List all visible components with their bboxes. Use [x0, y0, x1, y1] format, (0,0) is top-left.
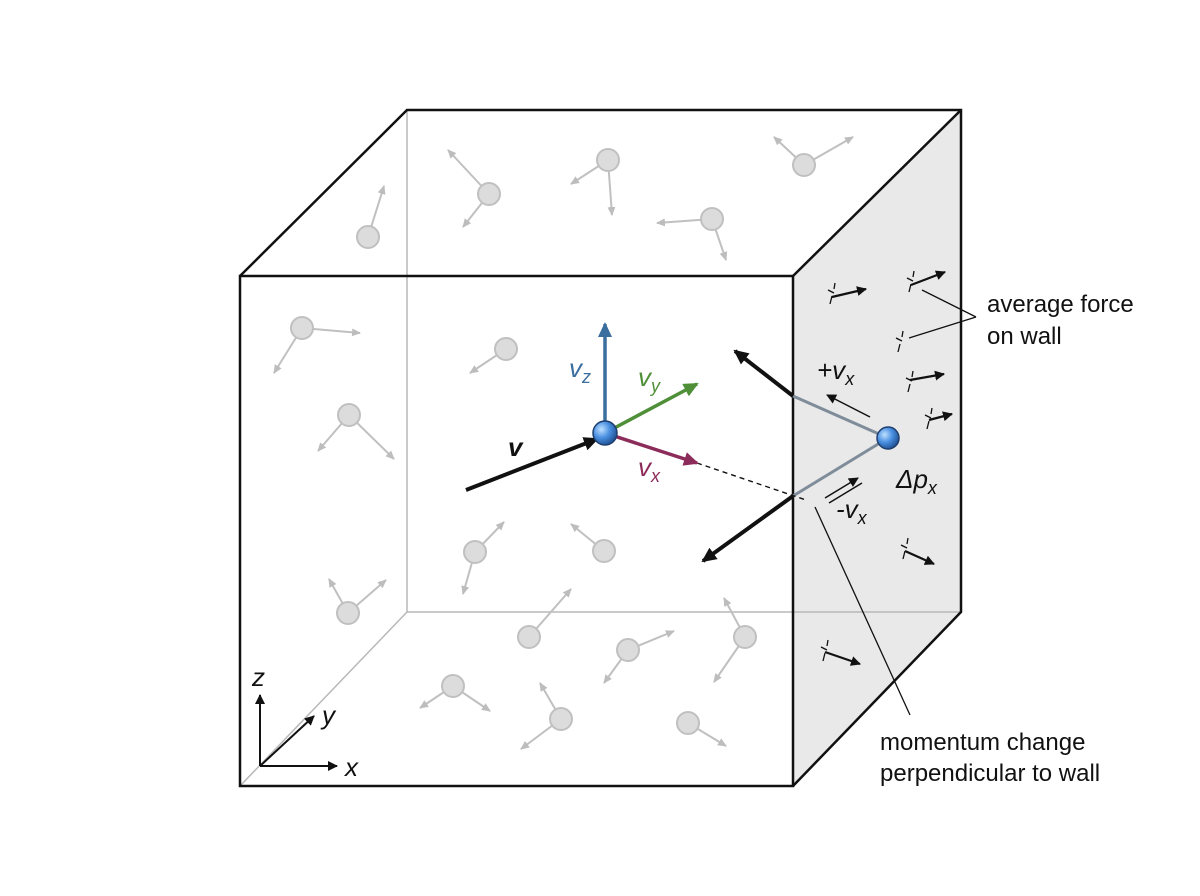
delta-px-label: Δpx [895, 464, 938, 498]
molecule [570, 523, 616, 563]
impact-marker [924, 407, 953, 430]
molecule [656, 207, 728, 261]
impact-marker [820, 639, 861, 666]
momentum-annotation-line1: momentum change [880, 729, 1085, 756]
cube-front-edges [238, 108, 963, 788]
wall-particle [876, 426, 900, 450]
vx-extension-dashed [696, 462, 807, 501]
cube-back-edges [239, 110, 961, 787]
gas-molecules [273, 136, 854, 750]
molecule [469, 337, 518, 374]
force-annotation-line1: average force [987, 291, 1134, 318]
momentum-annotation: momentum change perpendicular to wall [814, 506, 1100, 787]
molecule [317, 403, 395, 460]
molecule [676, 711, 727, 747]
momentum-annotation-line2: perpendicular to wall [880, 760, 1100, 787]
molecule [273, 316, 361, 374]
molecule [603, 630, 675, 684]
vy-label: vy [638, 362, 661, 396]
plus-vx-label: +vx [817, 355, 855, 389]
molecule [356, 185, 386, 249]
impact-marker [900, 537, 935, 566]
plus-vx-arrow [826, 394, 871, 418]
velocity-vectors [465, 322, 699, 492]
force-annotation-line2: on wall [987, 323, 1062, 350]
vx-label: vx [638, 452, 661, 486]
wall-impacts [820, 270, 953, 666]
molecule [713, 597, 757, 683]
molecule [447, 149, 501, 228]
molecule [419, 674, 491, 712]
force-annotation: average force on wall [908, 289, 1134, 350]
vz-label: vz [569, 353, 591, 387]
molecule [570, 148, 620, 216]
vx-arrow [604, 431, 699, 466]
coordinate-axes: z y x [251, 662, 359, 782]
vy-arrow [604, 382, 699, 435]
outgoing-velocity-arrow [733, 349, 795, 398]
axis-z-label: z [251, 662, 265, 692]
minus-vx-arrow-2 [828, 482, 863, 504]
v-arrow [465, 437, 599, 492]
minus-vx-arrow-1 [824, 477, 859, 499]
molecule [461, 521, 505, 595]
impact-marker [906, 270, 946, 293]
axis-x-label: x [343, 752, 359, 782]
molecule [328, 578, 387, 625]
impact-marker [905, 370, 945, 393]
right-wall [793, 110, 961, 786]
molecule [520, 682, 573, 750]
v-label: v [508, 432, 524, 462]
bounce-path [701, 349, 900, 563]
minus-vx-label: -vx [836, 494, 868, 528]
molecule [517, 588, 572, 649]
main-particle [592, 420, 618, 446]
impact-marker [827, 282, 867, 305]
molecule [773, 136, 854, 177]
impact-marker [895, 330, 904, 353]
axis-y-label: y [320, 700, 337, 730]
incoming-velocity-arrow [701, 494, 795, 563]
